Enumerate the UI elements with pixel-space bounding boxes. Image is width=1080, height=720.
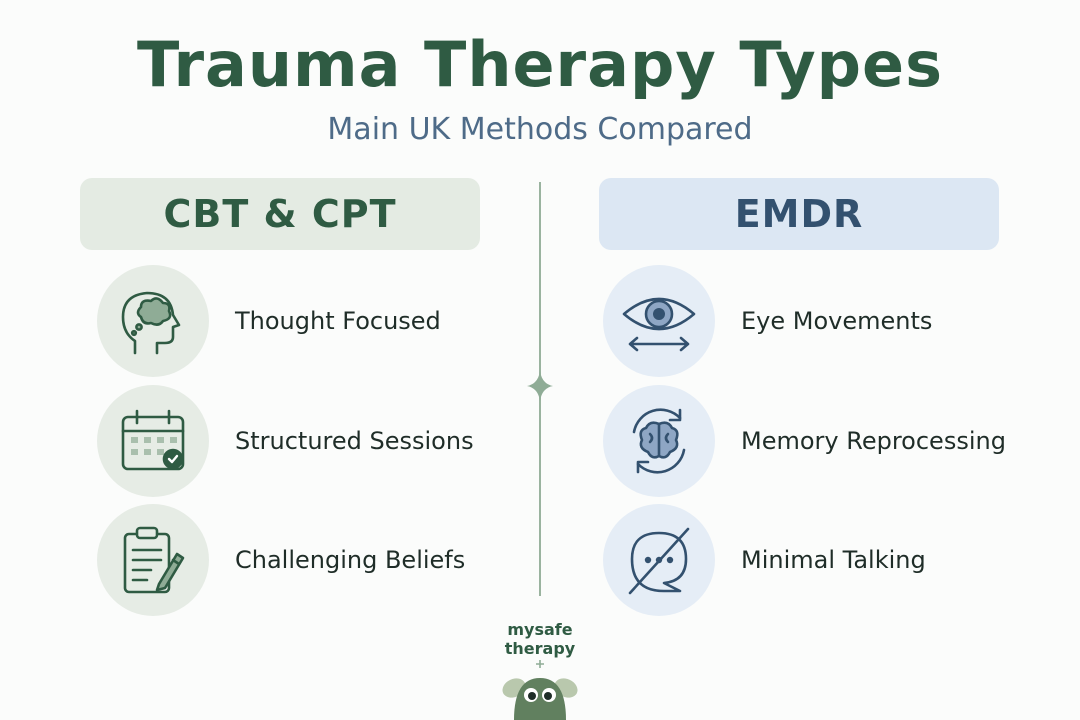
item-label: Minimal Talking	[741, 546, 926, 574]
item-structured-sessions: Structured Sessions	[97, 385, 474, 497]
mascot-icon	[502, 660, 578, 720]
divider-diamond-icon	[527, 371, 553, 401]
item-label: Thought Focused	[235, 307, 441, 335]
page-subtitle: Main UK Methods Compared	[327, 112, 753, 147]
clipboard-pen-icon	[123, 526, 185, 594]
item-minimal-talking: Minimal Talking	[603, 504, 926, 616]
eye-arrows-icon	[622, 297, 696, 352]
item-challenging-beliefs: Challenging Beliefs	[97, 504, 465, 616]
cbt-cpt-header: CBT & CPT	[80, 178, 480, 250]
head-thought-icon	[121, 291, 181, 355]
item-eye-movements: Eye Movements	[603, 265, 932, 377]
no-speech-icon	[628, 527, 690, 595]
item-label: Eye Movements	[741, 307, 933, 335]
brand-line-1: mysafe	[507, 620, 573, 639]
item-label: Memory Reprocessing	[741, 427, 1006, 455]
item-thought-focused: Thought Focused	[97, 265, 441, 377]
emdr-header: EMDR	[599, 178, 999, 250]
page-title: Trauma Therapy Types	[136, 28, 944, 101]
item-label: Structured Sessions	[235, 427, 474, 455]
item-label: Challenging Beliefs	[235, 546, 466, 574]
brain-cycle-icon	[632, 408, 686, 474]
calendar-check-icon	[121, 409, 185, 471]
brand-line-2: therapy	[504, 639, 576, 658]
brand-logo: mysafe therapy	[480, 620, 600, 658]
item-memory-reprocessing: Memory Reprocessing	[603, 385, 1006, 497]
